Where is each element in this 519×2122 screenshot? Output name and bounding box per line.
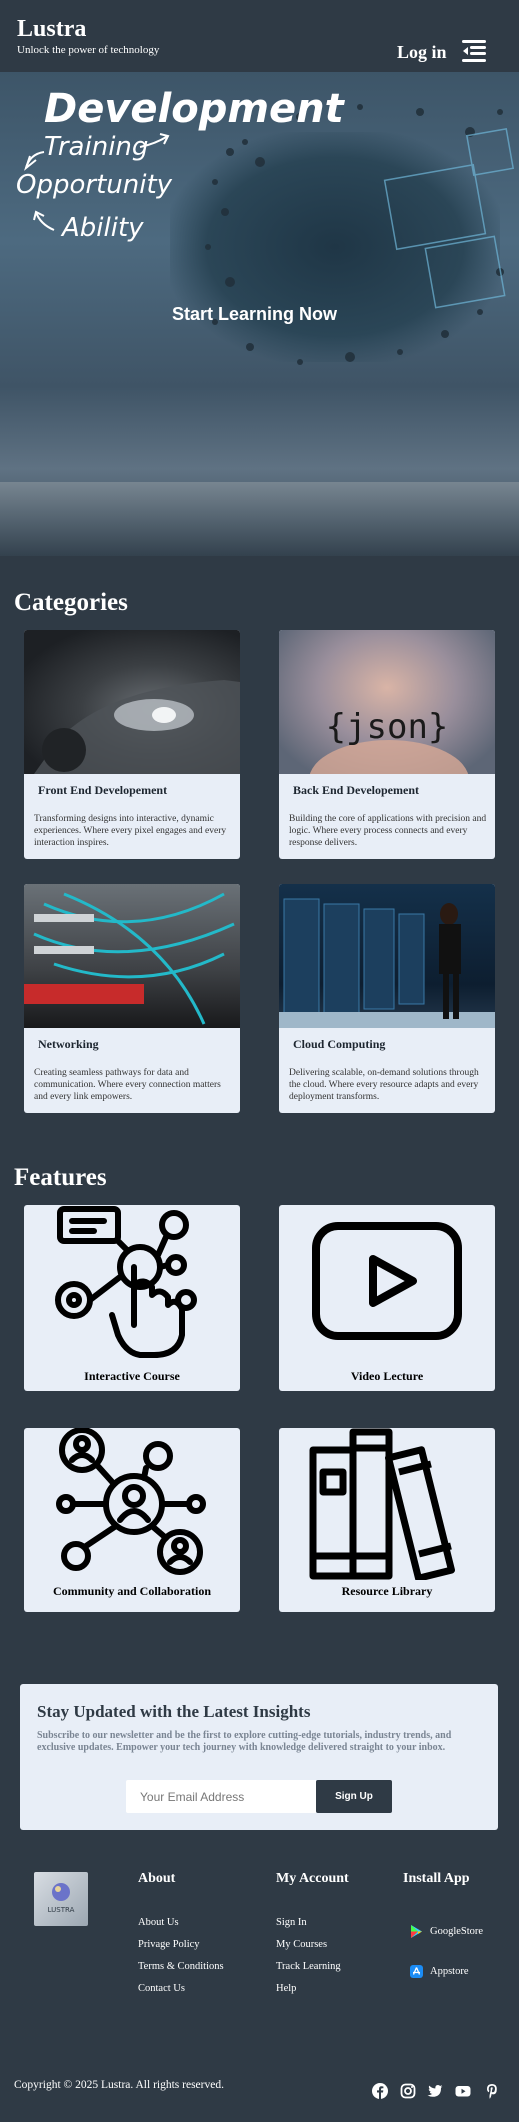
site-header: Lustra Unlock the power of technology Lo… [0, 0, 519, 72]
footer-link-privacy[interactable]: Privage Policy [138, 1939, 200, 1950]
footer-logo[interactable]: LUSTRA [34, 1872, 88, 1926]
email-input[interactable] [126, 1780, 316, 1813]
category-card-networking[interactable]: Networking Creating seamless pathways fo… [24, 884, 240, 1113]
category-title: Back End Developement [293, 783, 419, 797]
app-store-label: Appstore [430, 1966, 469, 1977]
server-room-image [279, 884, 495, 1028]
footer-link-about-us[interactable]: About Us [138, 1917, 179, 1928]
pinterest-icon[interactable] [484, 2083, 500, 2099]
category-title: Cloud Computing [293, 1037, 386, 1051]
newsletter-description: Subscribe to our newsletter and be the f… [37, 1730, 452, 1753]
category-description: Building the core of applications with p… [289, 814, 487, 848]
copyright-text: Copyright © 2025 Lustra. All rights rese… [14, 2079, 224, 2091]
feature-card-resource-library[interactable]: Resource Library [279, 1428, 495, 1612]
footer-about-title: About [138, 1871, 176, 1886]
json-hand-image: {json} [279, 630, 495, 774]
footer-link-help[interactable]: Help [276, 1983, 297, 1994]
menu-collapse-icon[interactable] [462, 40, 486, 62]
feature-label: Community and Collaboration [52, 1584, 212, 1598]
hero-banner: Development Training Opportunity Ability… [0, 72, 519, 556]
sign-up-button[interactable]: Sign Up [316, 1780, 392, 1813]
newsletter-box: Stay Updated with the Latest Insights Su… [20, 1684, 498, 1830]
category-card-cloud[interactable]: Cloud Computing Delivering scalable, on-… [279, 884, 495, 1113]
feature-card-video-lecture[interactable]: Video Lecture [279, 1205, 495, 1391]
feature-card-interactive-course[interactable]: Interactive Course [24, 1205, 240, 1391]
hero-word-training: Training [44, 132, 149, 162]
footer-link-terms[interactable]: Terms & Conditions [138, 1961, 224, 1972]
books-icon [309, 1428, 455, 1580]
feature-card-community[interactable]: Community and Collaboration [24, 1428, 240, 1612]
google-store-link[interactable]: GoogleStore [411, 1925, 484, 1938]
hero-word-opportunity: Opportunity [16, 170, 173, 200]
category-description: Creating seamless pathways for data and … [34, 1068, 221, 1102]
hero-decoration [23, 104, 515, 365]
footer-link-track-learning[interactable]: Track Learning [276, 1961, 341, 1972]
twitter-icon[interactable] [427, 2083, 443, 2099]
car-headlight-image [24, 630, 240, 774]
app-store-icon [410, 1965, 423, 1978]
hero-word-development: Development [44, 86, 344, 132]
brand-tagline: Unlock the power of technology [17, 44, 160, 56]
logo-text: LUSTRA [48, 1906, 75, 1914]
feature-label: Resource Library [341, 1584, 433, 1598]
start-learning-button[interactable]: Start Learning Now [172, 304, 338, 324]
video-play-icon [312, 1222, 462, 1340]
features-title: Features [14, 1164, 107, 1191]
hero-word-ability: Ability [62, 213, 144, 243]
brand-name[interactable]: Lustra [17, 16, 87, 42]
community-network-icon [56, 1428, 206, 1575]
touch-network-icon [55, 1206, 197, 1358]
categories-title: Categories [14, 589, 128, 616]
google-store-label: GoogleStore [430, 1926, 484, 1937]
google-play-icon [411, 1925, 422, 1938]
category-description: Delivering scalable, on-demand solutions… [289, 1068, 479, 1102]
app-store-link[interactable]: Appstore [410, 1965, 469, 1978]
feature-label: Interactive Course [84, 1369, 180, 1383]
category-title: Networking [38, 1037, 99, 1051]
feature-label: Video Lecture [350, 1369, 424, 1383]
hero-floor [0, 482, 519, 556]
login-button[interactable]: Log in [397, 42, 447, 62]
youtube-icon[interactable] [455, 2083, 471, 2099]
footer-account-title: My Account [276, 1871, 349, 1886]
footer-install-title: Install App [403, 1871, 470, 1886]
category-card-back-end[interactable]: {json} Back End Developement Building th… [279, 630, 495, 859]
footer-link-my-courses[interactable]: My Courses [276, 1939, 328, 1950]
category-description: Transforming designs into interactive, d… [34, 814, 227, 848]
instagram-icon[interactable] [400, 2083, 416, 2099]
facebook-icon[interactable] [372, 2083, 388, 2099]
footer-link-contact[interactable]: Contact Us [138, 1983, 185, 1994]
category-card-front-end[interactable]: Front End Developement Transforming desi… [24, 630, 240, 859]
json-badge: {json} [326, 707, 449, 747]
network-cables-image [24, 884, 240, 1028]
category-title: Front End Developement [38, 783, 168, 797]
footer-link-sign-in[interactable]: Sign In [276, 1917, 307, 1928]
newsletter-title: Stay Updated with the Latest Insights [37, 1702, 311, 1721]
